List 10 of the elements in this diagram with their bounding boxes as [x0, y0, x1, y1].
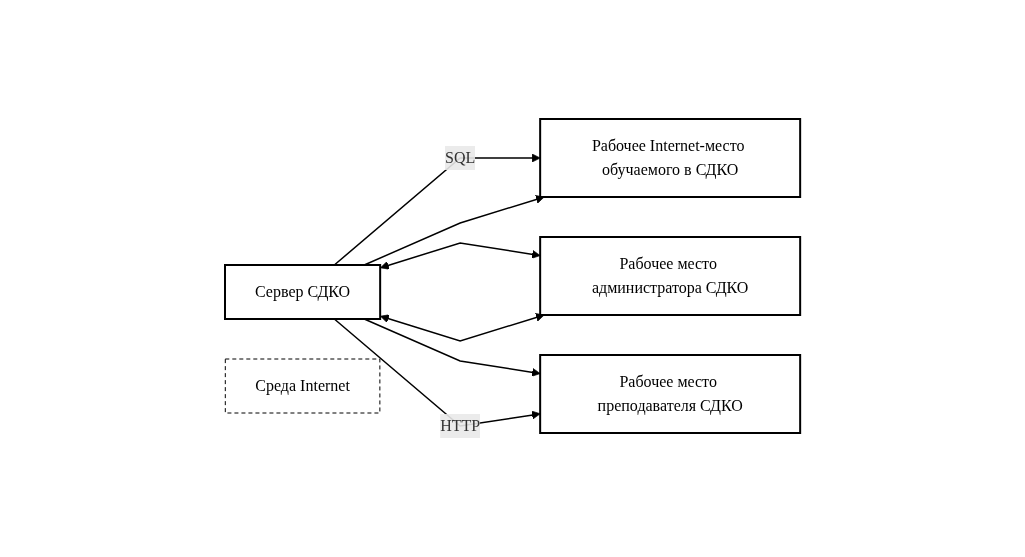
node-box: Рабочее Internet-место обучаемого в СДКО: [539, 118, 802, 198]
arrow: [380, 313, 545, 342]
node-box: Сервер СДКО: [223, 264, 382, 320]
arrow: [363, 195, 545, 266]
edge-label: SQL: [444, 149, 476, 166]
edge-label: HTTP: [440, 417, 481, 434]
node-box: Рабочее место преподавателя СДКО: [539, 354, 802, 434]
node-box: Рабочее место администратора СДКО: [539, 236, 802, 316]
node-box: Среда Internet: [224, 358, 381, 414]
arrow: [380, 242, 541, 270]
